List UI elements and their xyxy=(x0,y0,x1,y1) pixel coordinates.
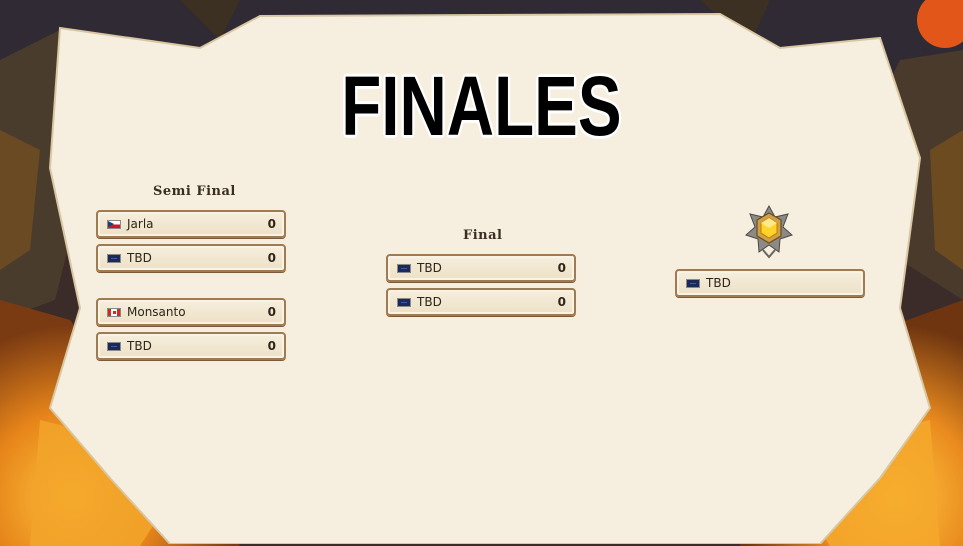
semi-final-match-1-team-1[interactable]: Jarla 0 xyxy=(96,210,286,238)
team-score: 0 xyxy=(267,217,276,231)
tbd-flag-icon xyxy=(686,279,700,288)
semi-final-label: Semi Final xyxy=(153,184,236,199)
team-name: Jarla xyxy=(127,217,154,231)
team-score: 0 xyxy=(557,261,566,275)
tbd-flag-icon xyxy=(107,342,121,351)
page-title: FINALES xyxy=(341,59,622,153)
team-name: TBD xyxy=(127,251,152,265)
semi-final-match-2-team-2[interactable]: TBD 0 xyxy=(96,332,286,360)
final-team-2[interactable]: TBD 0 xyxy=(386,288,576,316)
czech-flag-icon xyxy=(107,220,121,229)
trophy-medal-icon xyxy=(745,205,793,259)
team-name: TBD xyxy=(417,295,442,309)
winner-slot[interactable]: TBD xyxy=(675,269,865,297)
canada-flag-icon xyxy=(107,308,121,317)
team-score: 0 xyxy=(267,339,276,353)
semi-final-match-2-team-1[interactable]: Monsanto 0 xyxy=(96,298,286,326)
final-label: Final xyxy=(463,228,503,243)
team-name: TBD xyxy=(127,339,152,353)
team-name: TBD xyxy=(417,261,442,275)
tbd-flag-icon xyxy=(107,254,121,263)
winner-name: TBD xyxy=(706,276,731,290)
tbd-flag-icon xyxy=(397,298,411,307)
team-name: Monsanto xyxy=(127,305,186,319)
team-score: 0 xyxy=(267,305,276,319)
semi-final-match-1-team-2[interactable]: TBD 0 xyxy=(96,244,286,272)
final-team-1[interactable]: TBD 0 xyxy=(386,254,576,282)
team-score: 0 xyxy=(557,295,566,309)
team-score: 0 xyxy=(267,251,276,265)
tbd-flag-icon xyxy=(397,264,411,273)
